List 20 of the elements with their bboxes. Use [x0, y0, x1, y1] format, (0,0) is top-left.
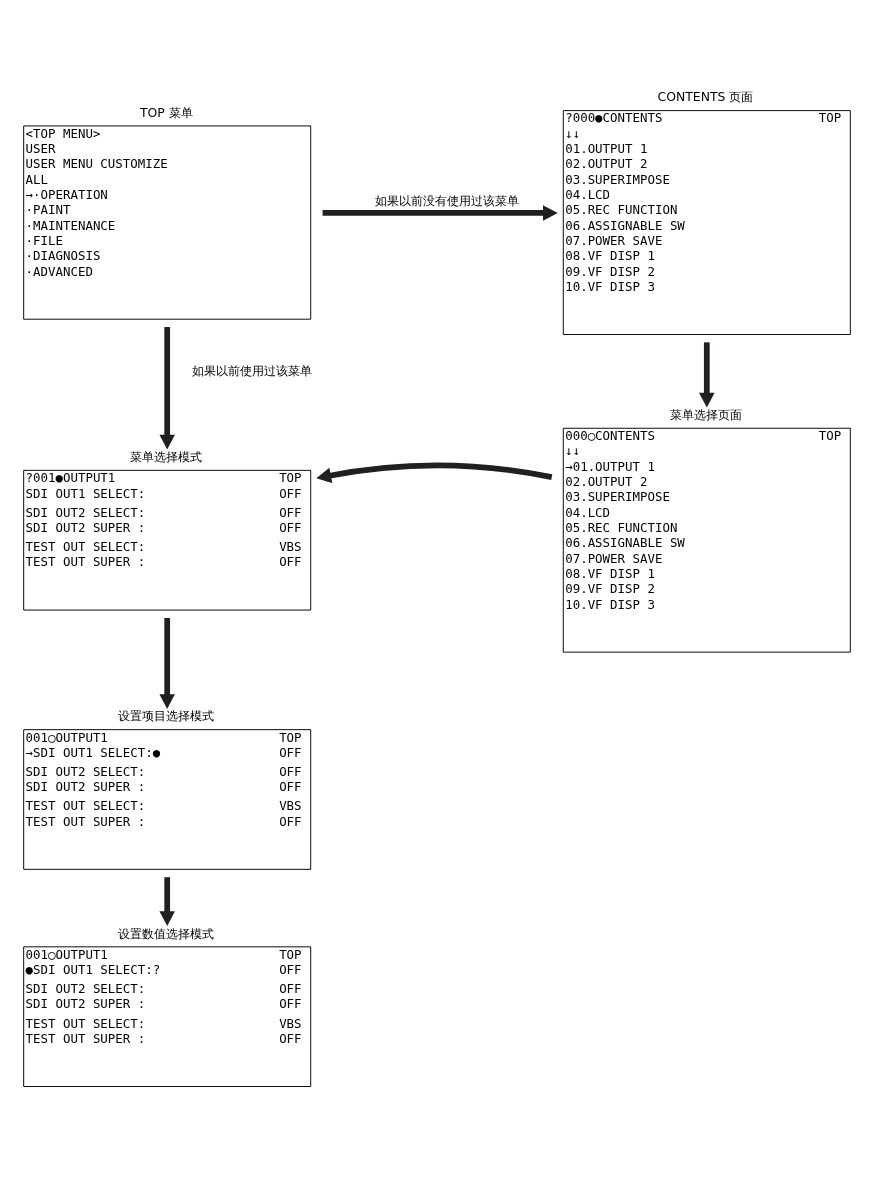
arrow [159, 618, 175, 709]
edge-label: 如果以前没有使用过该菜单 [374, 192, 519, 208]
node-box: ?001●OUTPUT1 TOP SDI OUT1 SELECT: OFF SDI OUT2 SELECT: OFF SDI OUT2 SUPER : OFF TEST OUT SELECT: VBS TEST OUT SUPER : OFF [23, 469, 312, 611]
node-box: 001○OUTPUT1 TOP →SDI OUT1 SELECT:● OFF SDI OUT2 SELECT: OFF SDI OUT2 SUPER : OFF TEST OUT SELECT: VBS TEST OUT SUPER : OFF [23, 729, 312, 870]
node-label: 菜单选择页面 [669, 407, 742, 423]
node-label: 设置数值选择模式 [117, 925, 214, 941]
node-box: 001○OUTPUT1 TOP ●SDI OUT1 SELECT:? OFF SDI OUT2 SELECT: OFF SDI OUT2 SUPER : OFF TEST OUT SELECT: VBS TEST OUT SUPER : OFF [23, 946, 312, 1087]
edge-label: 如果以前使用过该菜单 [192, 363, 313, 379]
node-label: 菜单选择模式 [130, 449, 203, 465]
arrow [699, 342, 715, 408]
arrow [322, 205, 558, 221]
node-label: CONTENTS 页面 [657, 89, 754, 105]
node-box: <TOP MENU> USER USER MENU CUSTOMIZE ALL →·OPERATION ·PAINT ·MAINTENANCE ·FILE ·DIAGNOSIS ·ADVANCED [23, 125, 312, 320]
node-box: 000○CONTENTS TOP ↓↓ →01.OUTPUT 1 02.OUTPUT 2 03.SUPERIMPOSE 04.LCD 05.REC FUNCTION 06.ASSIGNABLE SW 07.POWER SAVE 08.VF DISP 1 09.VF DISP 2 10.VF DISP 3 [562, 427, 851, 653]
arrow [316, 462, 553, 484]
node-label: 设置项目选择模式 [117, 708, 214, 724]
node-box: ?000●CONTENTS TOP ↓↓ 01.OUTPUT 1 02.OUTPUT 2 03.SUPERIMPOSE 04.LCD 05.REC FUNCTION 06.ASSIGNABLE SW 07.POWER SAVE 08.VF DISP 1 09.VF DISP 2 10.VF DISP 3 [562, 110, 851, 335]
arrow [159, 327, 175, 450]
node-label: TOP 菜单 [139, 104, 193, 120]
arrow [159, 877, 175, 926]
